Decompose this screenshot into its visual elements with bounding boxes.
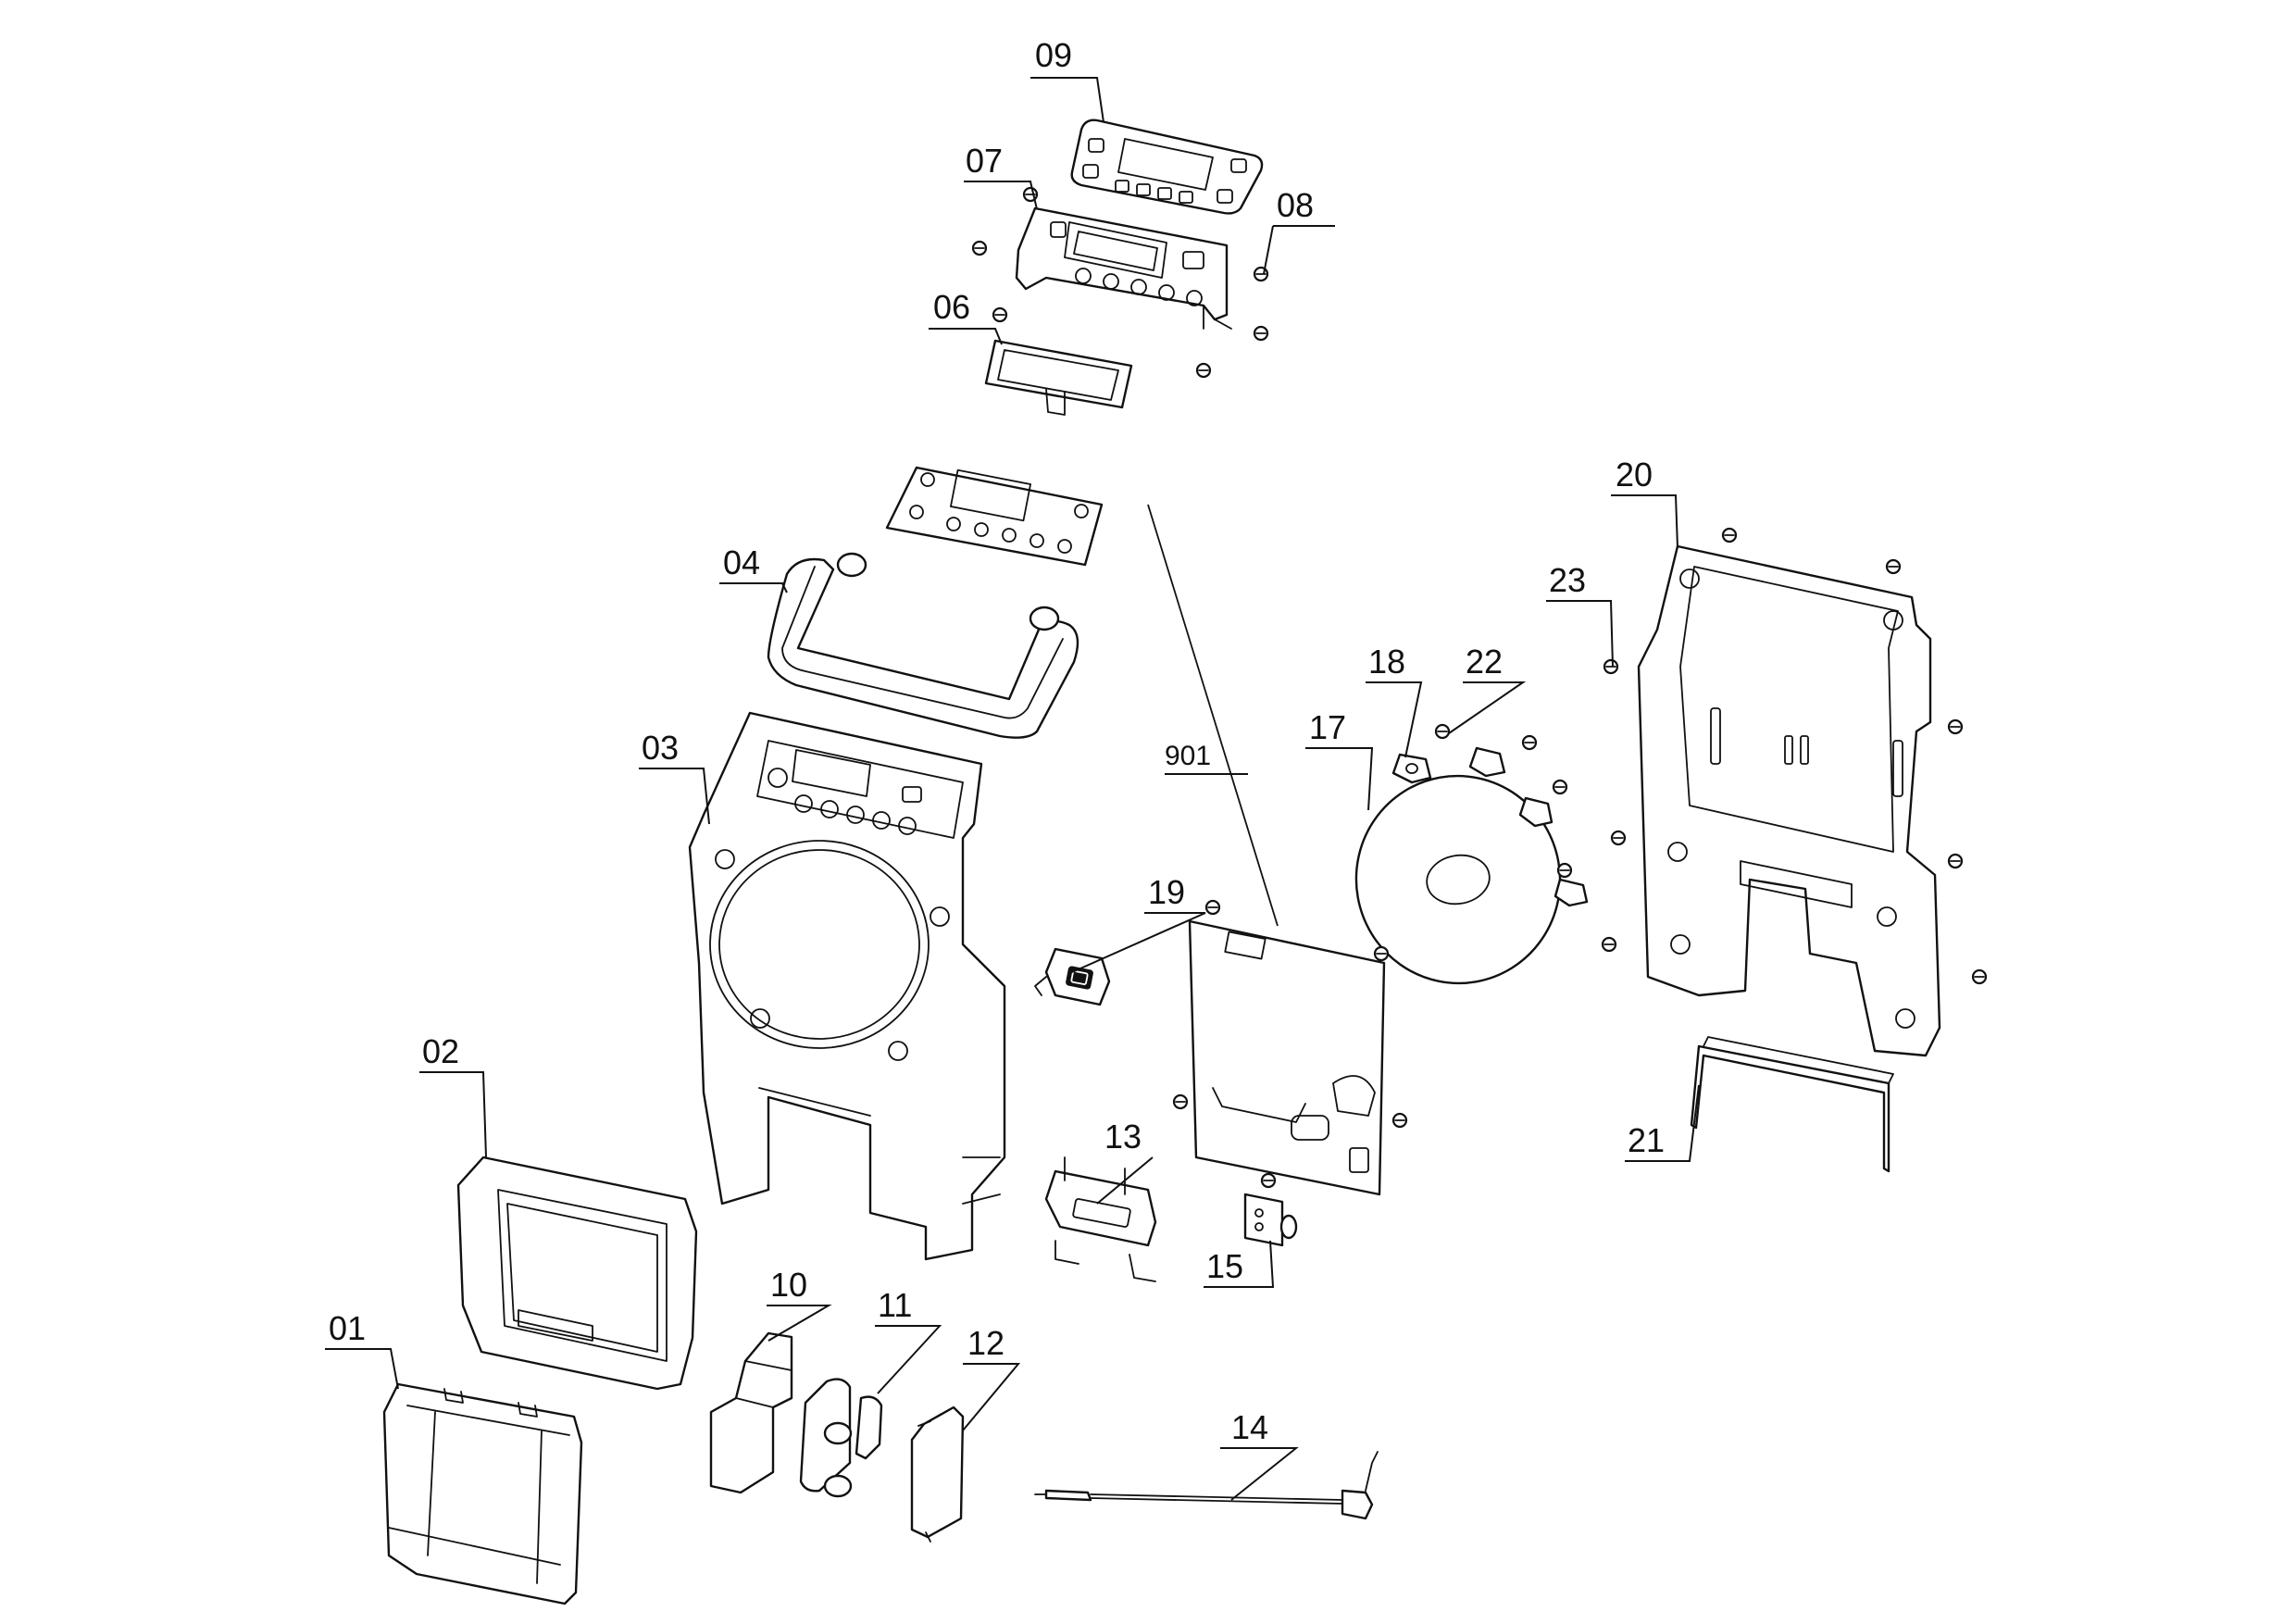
part-06-lcd-display	[984, 339, 1133, 416]
part-15-jack-board	[1243, 1172, 1298, 1247]
label-17: 17	[1309, 708, 1346, 746]
label-901: 901	[1165, 741, 1211, 771]
screw-icon	[1947, 718, 1964, 735]
label-13: 13	[1104, 1118, 1142, 1156]
screw-icon	[1172, 1093, 1189, 1110]
part-19-rear-housing	[1637, 544, 1941, 1057]
screw-icon	[1373, 945, 1390, 962]
label-11: 11	[878, 1286, 912, 1324]
screw-icon	[1391, 1112, 1408, 1129]
part-18-clips	[1391, 746, 1589, 907]
part-07-display-frame	[1015, 206, 1232, 330]
main-pcb	[1188, 919, 1386, 1196]
label-09: 09	[1035, 36, 1072, 74]
screw-icon	[992, 306, 1008, 323]
screw-icon	[1885, 558, 1902, 575]
part-10-battery-holder	[709, 1331, 793, 1494]
screw-group-19	[1601, 527, 1988, 985]
label-04: 04	[723, 543, 760, 581]
part-09-keypad-overlay	[1070, 119, 1264, 215]
part-12-battery-cover	[910, 1405, 965, 1543]
screw-icon	[1556, 862, 1573, 879]
screw-icon	[1971, 968, 1988, 985]
screw-icon	[1601, 936, 1617, 953]
label-19: 20	[1616, 456, 1653, 493]
screw-icon	[1434, 723, 1451, 740]
label-15: 15	[1206, 1247, 1243, 1285]
part-21-power-switch	[1034, 947, 1111, 1006]
part-labels: 09 07 08 06 04 03 02 01 10 11 12 13 15 1…	[329, 36, 1665, 1446]
label-18: 18	[1368, 643, 1405, 681]
label-10: 10	[770, 1266, 807, 1304]
label-21: 19	[1148, 873, 1185, 911]
part-17-speaker-disc	[1354, 774, 1562, 985]
part-20-bracket	[1690, 1036, 1894, 1173]
label-01: 01	[329, 1309, 366, 1347]
screw-group-18	[1434, 723, 1573, 879]
screw-icon	[1253, 325, 1269, 342]
screw-icon	[1521, 734, 1538, 751]
label-02: 02	[422, 1032, 459, 1070]
screw-icon	[1721, 527, 1738, 543]
screw-icon	[1195, 362, 1212, 379]
label-23: 23	[1549, 561, 1586, 599]
label-14: 14	[1231, 1408, 1268, 1446]
part-03-front-housing	[688, 711, 1006, 1261]
screw-group-pcb	[1172, 899, 1408, 1129]
label-03: 03	[642, 729, 679, 767]
screw-icon	[1947, 853, 1964, 869]
label-20: 21	[1628, 1121, 1665, 1159]
label-08: 08	[1277, 186, 1314, 224]
part-14-aux-cable	[1034, 1451, 1379, 1520]
part-01-front-cover	[382, 1382, 583, 1605]
part-901-control-pcb	[885, 466, 1104, 567]
label-06: 06	[933, 288, 970, 326]
part-04-handle	[767, 552, 1079, 739]
part-02-front-frame	[456, 1156, 698, 1391]
screw-icon	[971, 240, 988, 256]
leader-lines	[325, 77, 1700, 1501]
label-07: 07	[966, 142, 1003, 180]
screw-icon	[1610, 830, 1627, 846]
screw-icon	[1204, 899, 1221, 916]
part-13-terminal-bracket	[1044, 1156, 1157, 1282]
screw-icon	[1260, 1172, 1277, 1189]
screw-icon	[1603, 658, 1619, 675]
screw-icon	[1552, 779, 1568, 795]
label-22: 22	[1466, 643, 1503, 681]
part-11-batteries	[799, 1378, 883, 1498]
label-12: 12	[967, 1324, 1004, 1362]
